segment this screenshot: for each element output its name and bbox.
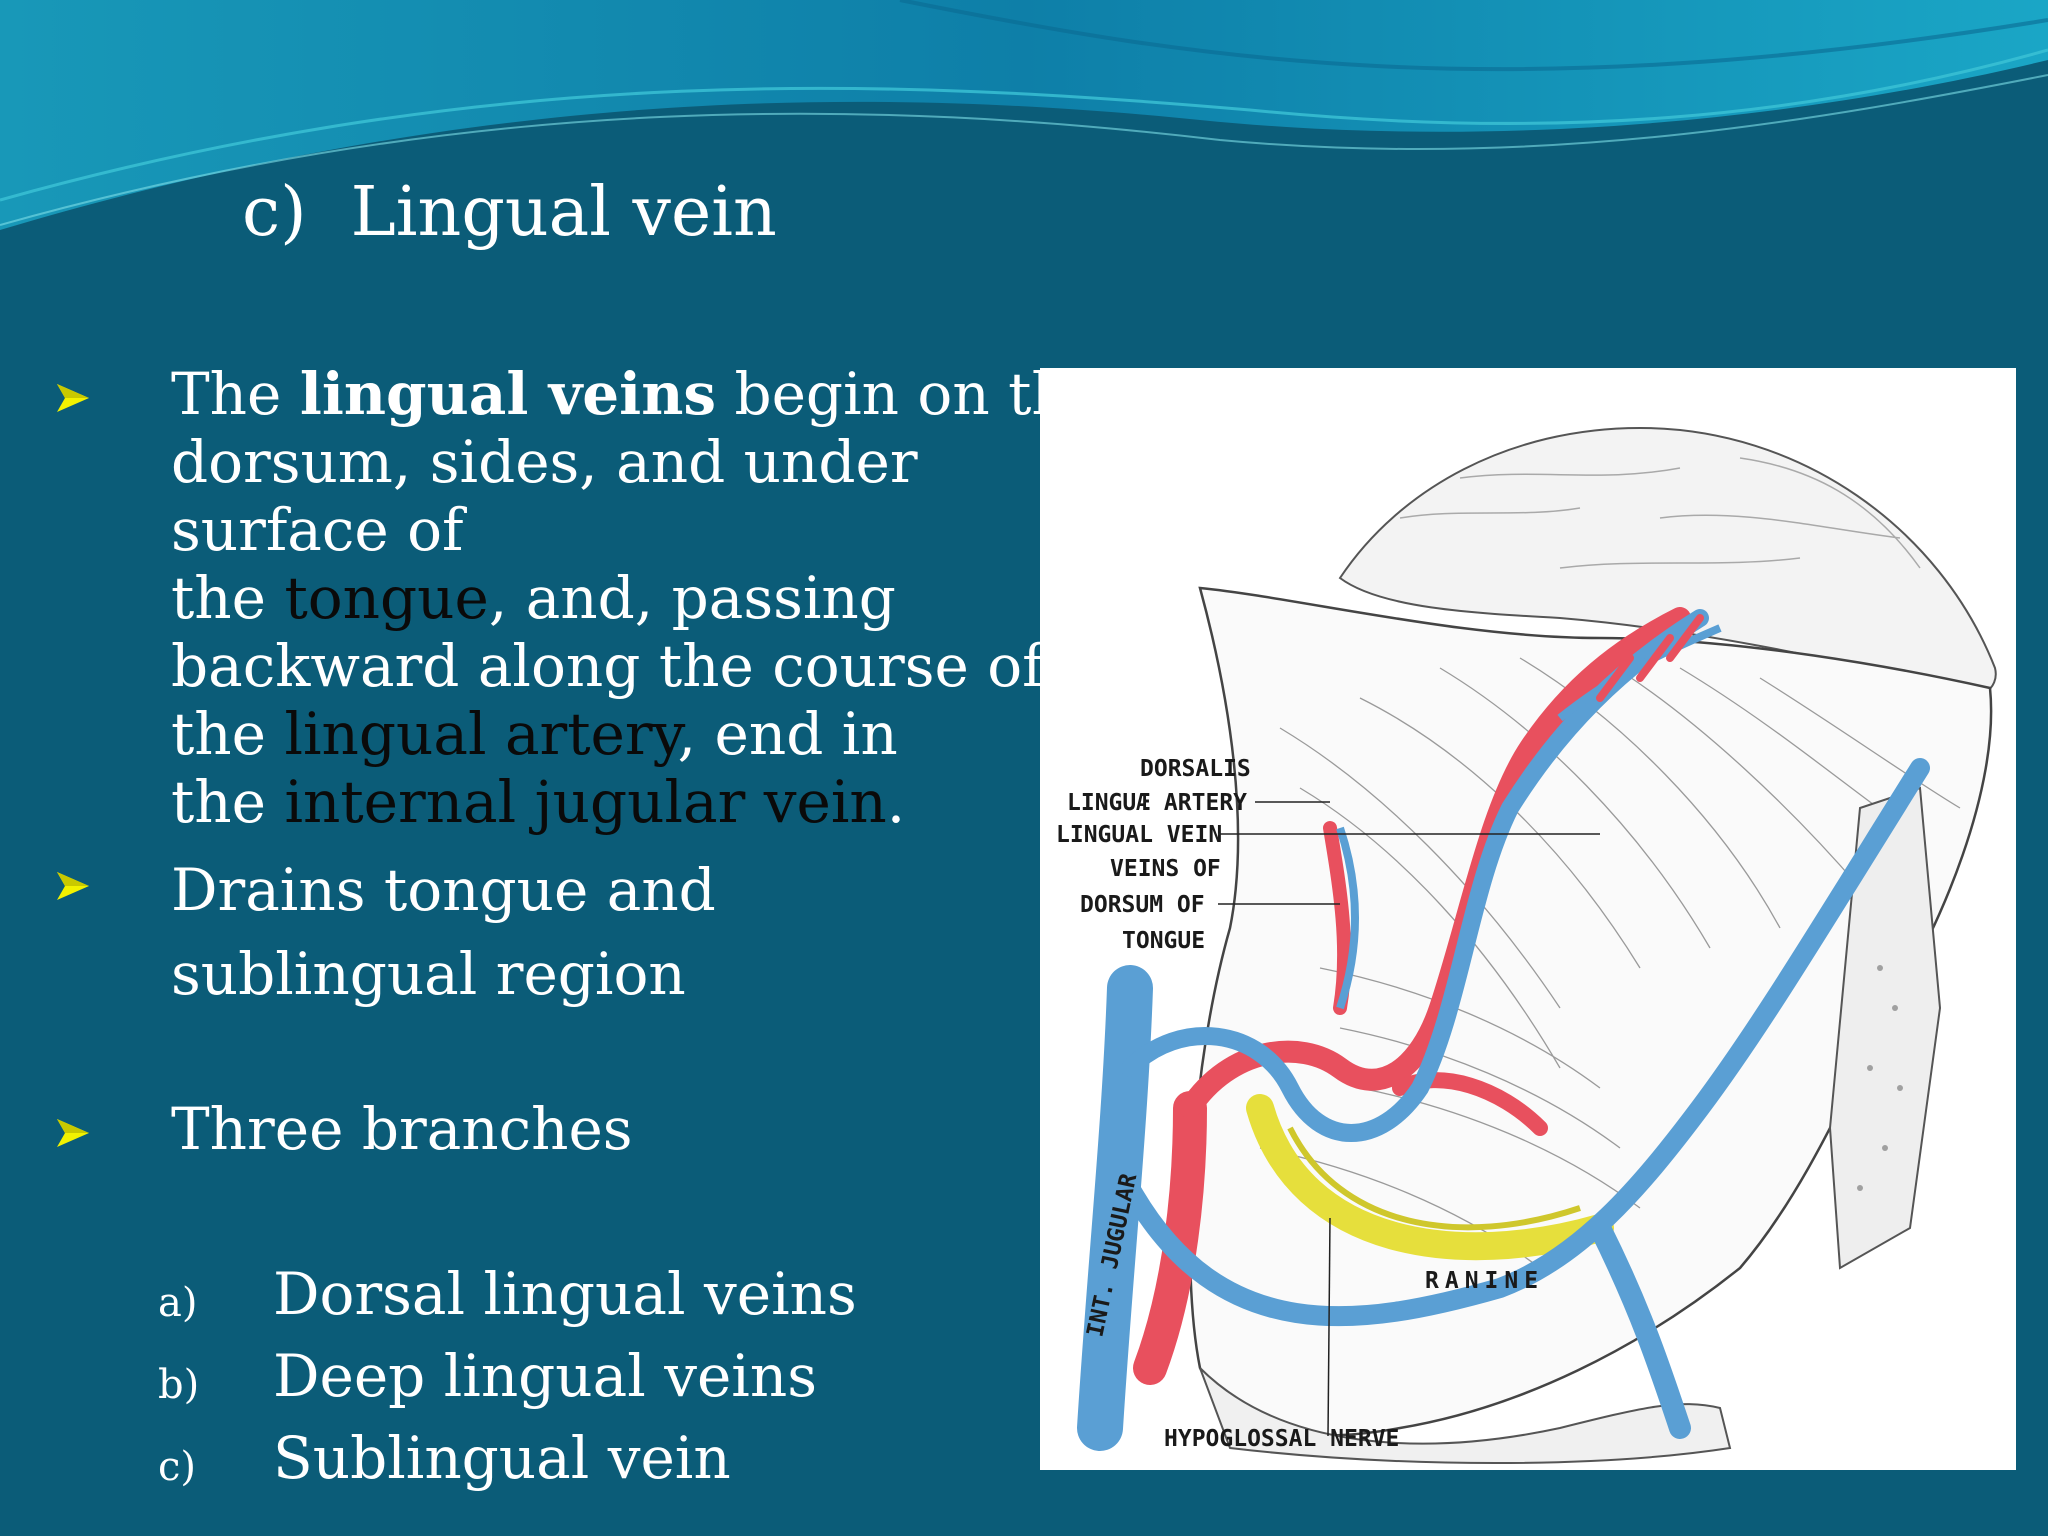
branch-dorsal-lingual-veins: Dorsal lingual veins — [273, 1260, 857, 1328]
anatomy-illustration: DORSALIS LINGUÆ ARTERY LINGUAL VEIN VEIN… — [1056, 426, 1997, 1464]
label-lingual-vein: LINGUAL VEIN — [1056, 822, 1222, 848]
label-tongue: TONGUE — [1122, 928, 1205, 954]
title-text: Lingual vein — [350, 173, 777, 252]
branch-letter: c) — [158, 1444, 197, 1490]
branch-sublingual-vein: Sublingual vein — [273, 1424, 731, 1492]
bullet-drains-text: Drains tongue and sublingual region — [171, 856, 716, 1008]
title-number: c) — [242, 173, 307, 252]
internal-jugular-vein-link[interactable]: internal jugular vein — [284, 768, 887, 836]
label-linguae-artery: LINGUÆ ARTERY — [1067, 790, 1247, 816]
lingual-vein-anatomy-figure: DORSALIS LINGUÆ ARTERY LINGUAL VEIN VEIN… — [1040, 368, 2016, 1470]
slide-title: c) Lingual vein — [242, 172, 777, 254]
label-veins-of: VEINS OF — [1110, 856, 1221, 882]
bullet-lingual-veins-text: The lingual veins begin on the dorsum, s… — [171, 360, 1104, 836]
label-ranine: RANINE — [1425, 1268, 1544, 1294]
bullet-three-branches-text: Three branches — [171, 1095, 633, 1163]
label-hypoglossal-nerve: HYPOGLOSSAL NERVE — [1164, 1426, 1399, 1452]
lingual-artery-link[interactable]: lingual artery — [284, 700, 678, 768]
branch-letter: b) — [158, 1362, 200, 1408]
arrow-bullet-icon — [57, 1119, 89, 1147]
branch-letter: a) — [158, 1280, 198, 1326]
label-dorsum-of: DORSUM OF — [1080, 892, 1205, 918]
arrow-bullet-icon — [57, 384, 89, 412]
tongue-link[interactable]: tongue — [284, 564, 489, 632]
arrow-bullet-icon — [57, 872, 89, 900]
label-dorsalis: DORSALIS — [1140, 756, 1251, 782]
header-wave-decoration — [0, 0, 2048, 230]
branch-deep-lingual-veins: Deep lingual veins — [273, 1342, 817, 1410]
